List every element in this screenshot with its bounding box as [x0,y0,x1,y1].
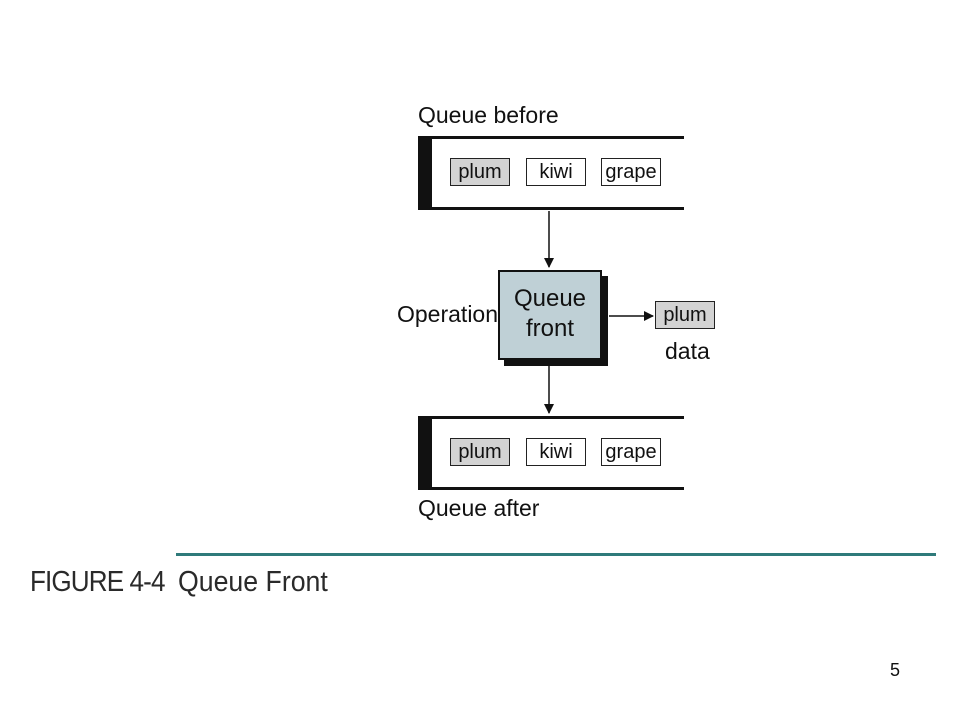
operation-label: Operation [397,301,499,327]
result-data-label: data [665,338,710,364]
queue-after-item-3: grape [601,438,661,466]
caption-rule [176,553,936,556]
queue-after-label: Queue after [418,495,540,521]
result-data-item: plum [655,301,715,329]
queue-top-line [418,136,684,139]
queue-front-bar [418,416,432,490]
queue-after: plum kiwi grape [418,416,684,490]
operation-box: Queue front [498,270,602,360]
figure-title: Queue Front [178,566,328,598]
queue-before: plum kiwi grape [418,136,684,210]
page-number: 5 [890,660,901,680]
queue-before-item-3: grape [601,158,661,186]
queue-after-item-1: plum [450,438,510,466]
queue-top-line [418,416,684,419]
queue-bottom-line [418,207,684,210]
queue-before-item-2: kiwi [526,158,586,186]
queue-before-item-1: plum [450,158,510,186]
queue-after-item-2: kiwi [526,438,586,466]
queue-before-label: Queue before [418,102,559,128]
queue-bottom-line [418,487,684,490]
queue-front-bar [418,136,432,210]
figure-label: FIGURE 4-4 [30,566,165,598]
operation-name-line1: Queue [513,285,587,312]
operation-name-line2: front [525,315,575,342]
